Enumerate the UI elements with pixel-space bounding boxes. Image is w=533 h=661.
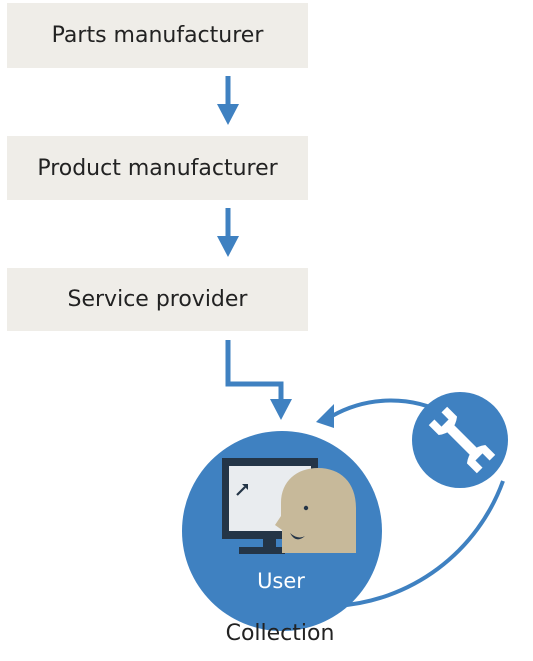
parts-manufacturer-box: Parts manufacturer (7, 3, 308, 68)
service-circle (412, 392, 508, 488)
cursor-icon (236, 484, 248, 496)
person-icon (275, 468, 356, 553)
service-provider-label: Service provider (67, 287, 248, 312)
arrow-product-to-service (217, 208, 239, 257)
collection-caption: Collection (225, 621, 335, 646)
arrow-parts-to-product (217, 76, 239, 125)
product-manufacturer-box: Product manufacturer (7, 136, 308, 200)
arrow-service-to-user (225, 340, 292, 420)
service-provider-box: Service provider (7, 268, 308, 331)
user-circle: User (182, 431, 382, 631)
parts-manufacturer-label: Parts manufacturer (51, 23, 264, 48)
wrench-icon (428, 406, 496, 474)
product-manufacturer-label: Product manufacturer (37, 155, 278, 181)
user-label: User (257, 569, 305, 593)
